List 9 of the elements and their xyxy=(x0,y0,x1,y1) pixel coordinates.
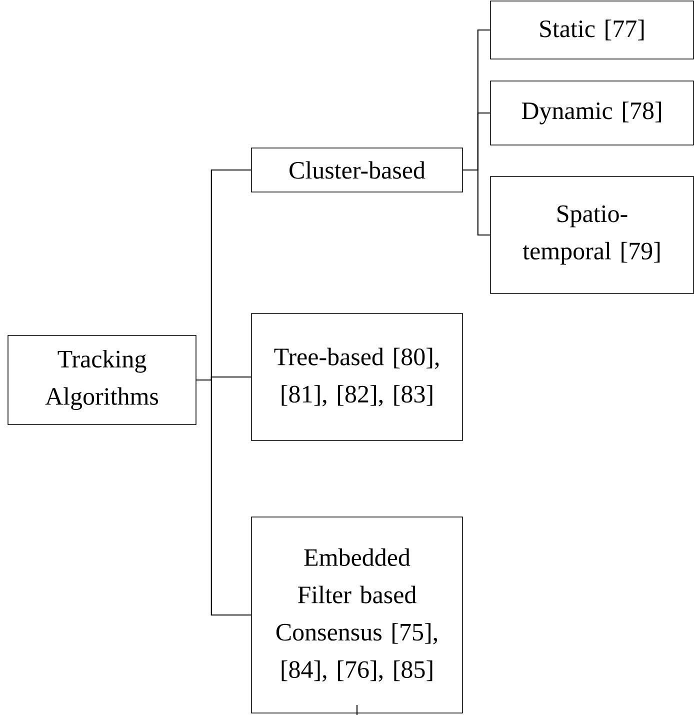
category-box: Embedded Filter based Consensus [75], [84], [76], [85] xyxy=(251,516,463,714)
category-box: Dynamic [78] xyxy=(490,80,694,146)
category-box: Tree-based [80], [81], [82], [83] xyxy=(251,313,463,441)
category-box: Cluster-based xyxy=(251,148,463,192)
category-box: Spatio-temporal [79] xyxy=(490,176,694,294)
category-box: Tracking Algorithms xyxy=(8,335,196,425)
tree-connector xyxy=(462,169,490,236)
tree-connector xyxy=(196,379,252,616)
category-box: Static [77] xyxy=(490,0,694,60)
